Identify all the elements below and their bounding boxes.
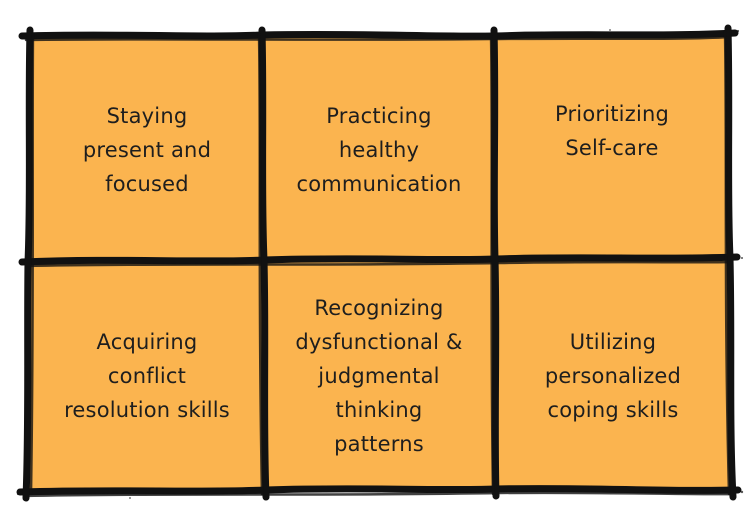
border-middle [18, 253, 741, 266]
cell-text: Acquiring conflict resolution skills [64, 330, 230, 422]
cell-text: Utilizing personalized coping skills [544, 330, 682, 422]
border-right [724, 24, 737, 501]
cell-fill-6 [495, 258, 733, 491]
divider-right [490, 26, 500, 500]
cell-fill-3 [494, 34, 730, 259]
divider-left [258, 26, 270, 501]
border-top [18, 29, 739, 40]
border-bottom [16, 485, 742, 496]
cell-conflict-resolution: Acquiring conflict resolution skills [34, 266, 260, 486]
border-left [22, 26, 34, 502]
cell-fill-4 [26, 260, 266, 492]
cell-text: Practicing healthy communication [296, 104, 462, 196]
cell-healthy-communication: Practicing healthy communication [266, 42, 492, 258]
cell-fill-5 [264, 259, 496, 490]
cell-text: Recognizing dysfunctional & judgmental t… [295, 296, 463, 456]
cell-text: Prioritizing Self-care [554, 102, 670, 160]
cell-staying-present: Staying present and focused [34, 42, 260, 258]
cell-thinking-patterns: Recognizing dysfunctional & judgmental t… [266, 266, 492, 486]
cell-coping-skills: Utilizing personalized coping skills [498, 266, 728, 486]
cell-fill-2 [262, 35, 495, 260]
cell-self-care: Prioritizing Self-care [498, 42, 726, 220]
cell-text: Staying present and focused [82, 104, 212, 196]
cell-fill-1 [28, 35, 264, 262]
